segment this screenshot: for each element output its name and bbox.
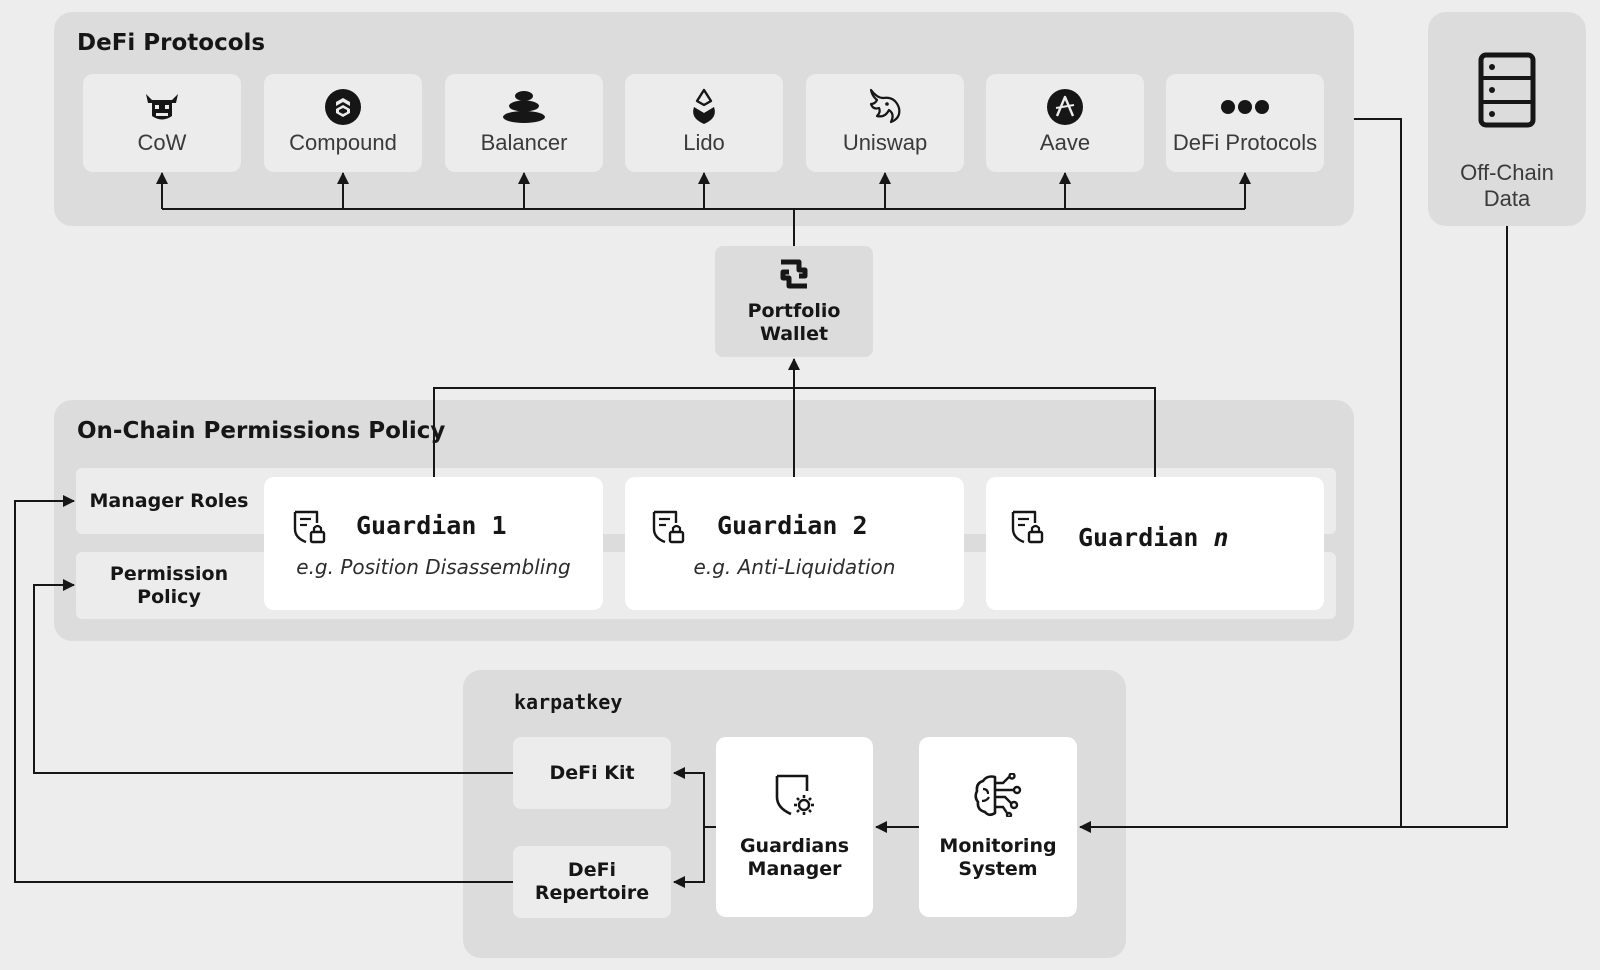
karpatkey-title: karpatkey xyxy=(514,690,623,714)
guardian-title-2: Guardian 2 xyxy=(717,511,868,540)
protocols-to-monitoring-line xyxy=(1354,118,1402,827)
defi-repertoire-box: DeFi Repertoire xyxy=(513,846,671,918)
balancer-icon xyxy=(501,88,547,126)
protocol-card-cow: CoW xyxy=(83,74,241,172)
compound-icon xyxy=(324,88,362,126)
defi-protocols-title: DeFi Protocols xyxy=(77,30,266,56)
repertoire-to-manager-roles xyxy=(14,495,513,883)
protocol-card-balancer: Balancer xyxy=(445,74,603,172)
more-dots-icon xyxy=(1219,88,1271,126)
defikit-to-permission-policy xyxy=(33,579,513,774)
wallet-label-line2: Wallet xyxy=(759,322,829,345)
offchain-to-monitoring-line xyxy=(1401,226,1508,828)
shield-lock-icon xyxy=(1010,509,1046,549)
guardians-manager-box: Guardians Manager xyxy=(716,737,873,917)
protocol-label-aave: Aave xyxy=(1039,130,1091,155)
aave-icon xyxy=(1046,88,1084,126)
guardian-card-1: Guardian 1 e.g. Position Disassembling xyxy=(264,477,603,610)
offchain-label-line1: Off-Chain xyxy=(1460,160,1554,185)
wallet-label-line1: Portfolio xyxy=(747,299,841,322)
guardian-title-n: Guardian n xyxy=(1078,523,1229,552)
protocol-label-cow: CoW xyxy=(137,130,187,155)
guardian-subtitle-1: e.g. Position Disassembling xyxy=(296,555,571,579)
protocol-card-aave: Aave xyxy=(986,74,1144,172)
permissions-policy-title: On-Chain Permissions Policy xyxy=(77,418,446,444)
guardian-title-1: Guardian 1 xyxy=(356,511,507,540)
protocol-card-lido: Lido xyxy=(625,74,783,172)
shield-gear-icon xyxy=(774,773,816,821)
shield-lock-icon xyxy=(292,509,328,549)
defi-kit-box: DeFi Kit xyxy=(513,737,671,809)
guardian-card-2: Guardian 2 e.g. Anti-Liquidation xyxy=(625,477,964,610)
protocol-card-compound: Compound xyxy=(264,74,422,172)
protocol-label-lido: Lido xyxy=(683,130,725,155)
monitoring-system-box: Monitoring System xyxy=(919,737,1077,917)
protocol-label-more: DeFi Protocols xyxy=(1172,130,1318,155)
monitoring-line2: System xyxy=(958,858,1038,880)
server-icon xyxy=(1478,52,1536,132)
manager-roles-label: Manager Roles xyxy=(89,489,249,512)
offchain-label-line2: Data xyxy=(1483,186,1531,211)
ai-brain-icon xyxy=(973,772,1023,821)
offchain-data-box: Off-Chain Data xyxy=(1428,12,1586,226)
guardians-manager-line2: Manager xyxy=(747,858,842,880)
cow-icon xyxy=(142,88,182,126)
lido-icon xyxy=(689,88,719,126)
shield-lock-icon xyxy=(651,509,687,549)
guardian-card-n: Guardian n xyxy=(986,477,1324,610)
manager-to-defikit xyxy=(673,767,716,828)
safe-wallet-icon xyxy=(777,258,811,294)
uniswap-icon xyxy=(865,88,905,126)
permission-policy-label: Permission Policy xyxy=(109,562,229,608)
guardians-manager-line1: Guardians xyxy=(739,835,850,857)
protocol-card-uniswap: Uniswap xyxy=(806,74,964,172)
guardian-subtitle-2: e.g. Anti-Liquidation xyxy=(693,555,896,579)
monitoring-line1: Monitoring xyxy=(939,835,1057,857)
protocol-label-uniswap: Uniswap xyxy=(842,130,928,155)
portfolio-wallet-box: Portfolio Wallet xyxy=(715,246,873,357)
protocol-label-balancer: Balancer xyxy=(480,130,568,155)
protocol-card-more: DeFi Protocols xyxy=(1166,74,1324,172)
manager-to-repertoire xyxy=(673,827,705,888)
protocol-label-compound: Compound xyxy=(289,130,397,155)
